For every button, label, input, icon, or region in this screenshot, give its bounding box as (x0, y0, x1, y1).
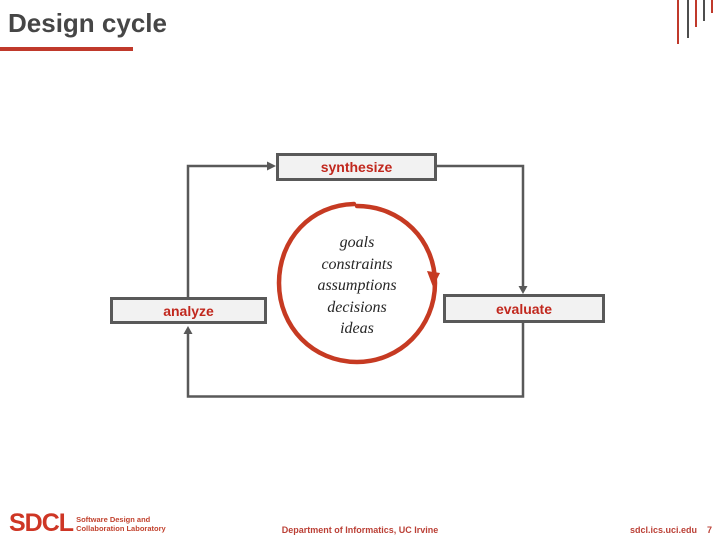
arrowhead-up-icon (183, 326, 193, 334)
connector-synthesize-evaluate (437, 164, 525, 287)
sdcl-logo-tagline: Software Design and Collaboration Labora… (76, 515, 166, 533)
node-evaluate: evaluate (443, 294, 605, 323)
circle-word: goals (339, 234, 375, 251)
circle-word: constraints (321, 255, 393, 273)
logo-bar-icon (695, 0, 697, 27)
node-analyze: analyze (110, 297, 267, 324)
footer-site-url: sdcl.ics.uci.edu (629, 525, 697, 535)
connector-analyze-synthesize (186, 164, 267, 297)
arrowhead-down-icon (518, 286, 528, 294)
circle-word: ideas (340, 320, 374, 337)
node-label: synthesize (320, 159, 393, 175)
connector-evaluate-analyze (186, 323, 525, 398)
arrowhead-right-icon (267, 161, 276, 171)
sdcl-logo: SDCL Software Design and Collaboration L… (9, 509, 166, 537)
node-label: evaluate (495, 300, 553, 317)
logo-bar-icon (711, 0, 713, 13)
footer-department: Department of Informatics, UC Irvine (281, 525, 439, 535)
cycle-circle (276, 201, 438, 365)
title-underline (0, 47, 133, 51)
circle-word-list: goals constraints assumptions decisions … (267, 232, 447, 340)
tagline-line2: Collaboration Laboratory (76, 524, 166, 533)
logo-bar-icon (703, 0, 705, 21)
cycle-arrowhead-icon (427, 271, 440, 287)
sdcl-logo-text: SDCL (9, 509, 74, 537)
node-label: analyze (163, 302, 214, 319)
logo-bar-icon (677, 0, 679, 44)
page-number: 7 (706, 525, 712, 535)
logo-bar-icon (687, 0, 689, 38)
tagline-line1: Software Design and (76, 515, 151, 524)
footer-site-page: sdcl.ics.uci.edu 7 (630, 525, 712, 535)
page-title: Design cycle (8, 8, 167, 38)
circle-word: decisions (327, 298, 387, 316)
circle-word: assumptions (317, 277, 397, 294)
node-synthesize: synthesize (276, 153, 437, 181)
